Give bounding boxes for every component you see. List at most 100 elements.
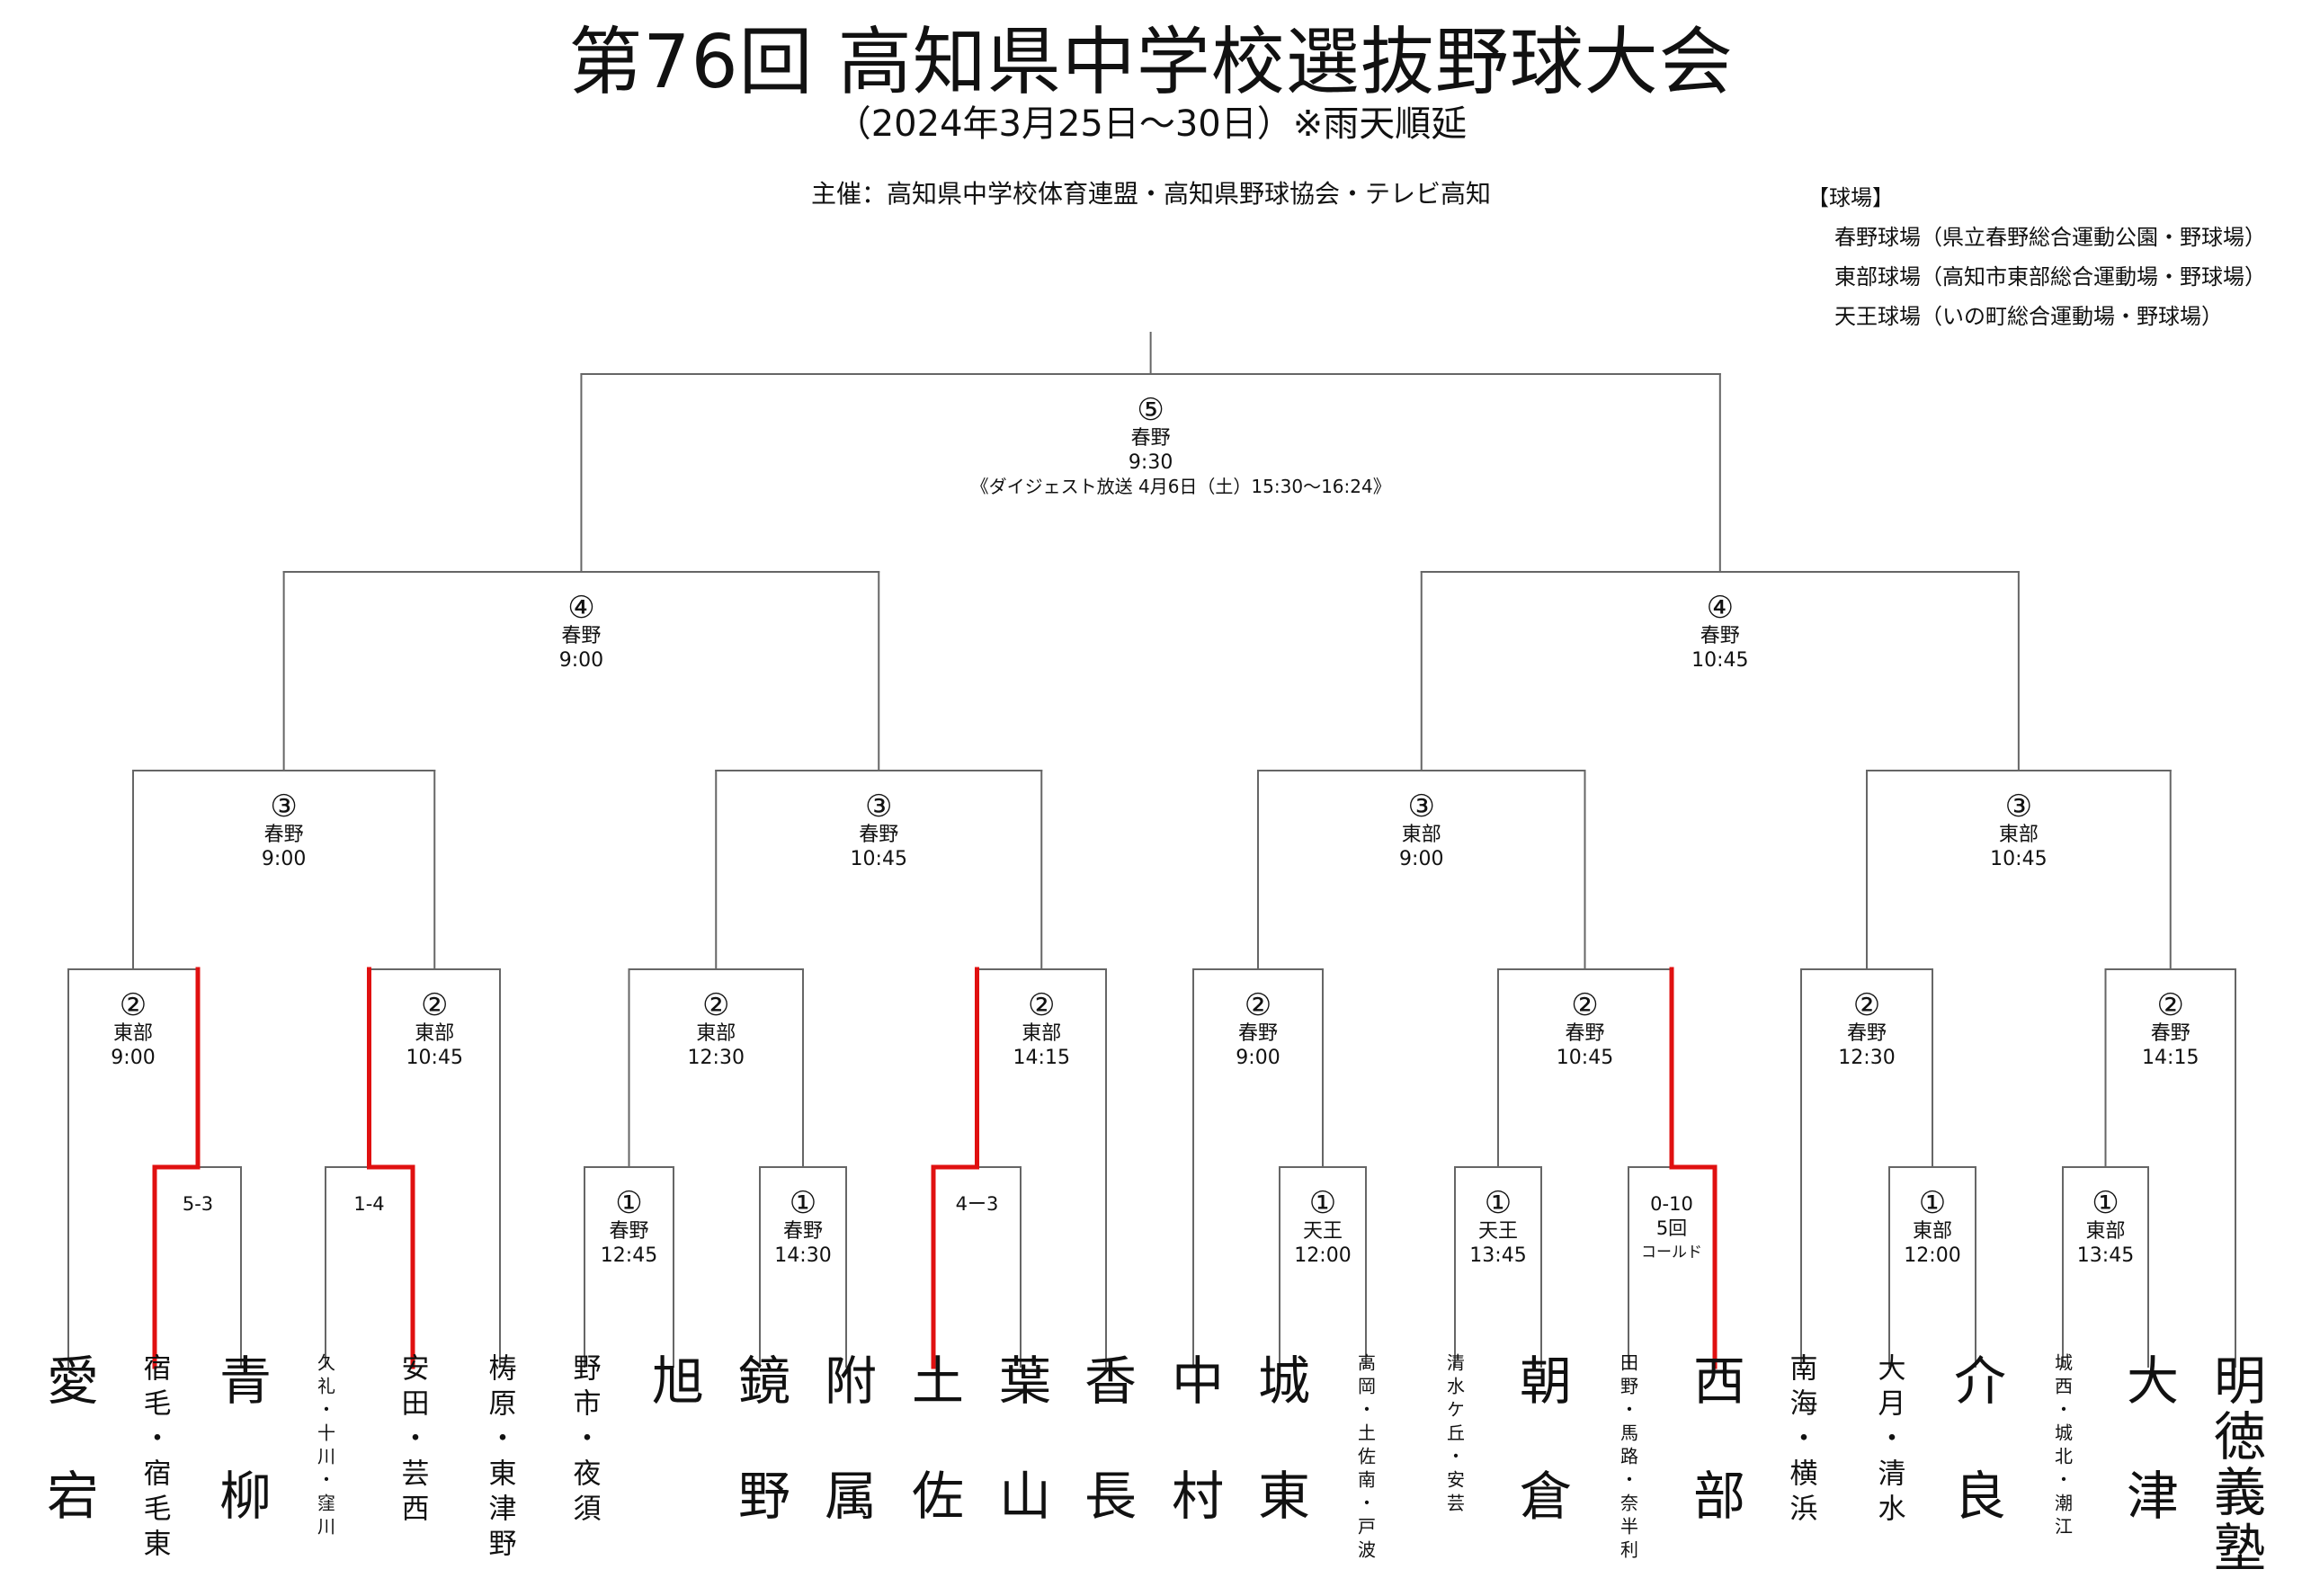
match-label: ② [119, 987, 147, 1023]
match-time: 10:45 [1556, 1047, 1614, 1069]
match-venue: 東部 [2085, 1220, 2126, 1243]
team-name-text: 宿毛・宿毛東 [138, 1353, 171, 1564]
match-venue: 東部 [1401, 824, 1441, 846]
team-name: 朝倉 [1492, 1353, 1591, 1583]
match-time: 10:45 [850, 848, 907, 870]
match-label: ① [1484, 1185, 1512, 1221]
match-time: 9:00 [111, 1047, 156, 1069]
team-name-text: 安田・芸西 [396, 1353, 429, 1529]
team-name-text: 鏡野 [729, 1353, 790, 1583]
match-venue: 春野 [782, 1220, 823, 1243]
team-name: 野市・夜須 [535, 1353, 634, 1529]
venue-item: 天王球場（いの町総合運動場・野球場） [1834, 304, 2223, 329]
match-note: 《ダイジェスト放送 4月6日（土）15:30～16:24》 [970, 476, 1391, 497]
team-name: 城東 [1230, 1353, 1329, 1583]
match-venue: 東部 [1912, 1220, 1952, 1243]
team-name-text: 土佐 [903, 1353, 964, 1583]
match-label: ② [1571, 987, 1599, 1023]
team-name: 旭 [624, 1353, 723, 1468]
match-time: 12:00 [1294, 1244, 1352, 1267]
match-venue: 春野 [1237, 1022, 1278, 1045]
match-label: ⑤ [1137, 392, 1164, 428]
team-name: 中村 [1144, 1353, 1243, 1583]
match-time: 12:00 [1904, 1244, 1961, 1267]
match-time: 9:00 [1236, 1047, 1280, 1069]
match-label: ② [421, 987, 449, 1023]
organizer-line: 主催：高知県中学校体育連盟・高知県野球協会・テレビ高知 [810, 179, 1491, 209]
team-name-text: 大津 [2118, 1353, 2179, 1583]
team-name-text: 大月・清水 [1872, 1353, 1905, 1529]
match-venue: 春野 [561, 625, 602, 647]
date-subtitle: （2024年3月25日～30日）※雨天順延 [834, 103, 1468, 145]
match-venue: 春野 [1700, 625, 1740, 647]
match-label: ② [1852, 987, 1881, 1023]
match-time: 13:45 [2076, 1244, 2135, 1267]
match-venue: 春野 [1846, 1022, 1887, 1045]
match-time: 12:30 [687, 1047, 745, 1069]
match-venue: 東部 [696, 1022, 736, 1045]
match-time: 9:00 [1399, 848, 1444, 870]
team-name: 城西・城北・潮江 [2013, 1353, 2112, 1540]
match-label: ③ [2004, 789, 2033, 825]
team-name: 宿毛・宿毛東 [105, 1353, 204, 1564]
team-name-text: 介良 [1945, 1353, 2006, 1583]
match-venue: 春野 [2150, 1022, 2190, 1045]
match-score-p2: 1-4 [298, 1192, 442, 1217]
match-time: 10:45 [406, 1047, 463, 1069]
match-time: 13:45 [1469, 1244, 1527, 1267]
team-name: 青柳 [192, 1353, 290, 1583]
team-name: 香長 [1057, 1353, 1155, 1583]
team-name-text: 中村 [1163, 1353, 1224, 1583]
team-name-text: 田野・馬路・奈半利 [1617, 1353, 1639, 1564]
match-venue: 春野 [1130, 427, 1171, 450]
match-label: ② [2156, 987, 2184, 1023]
match-time: 14:15 [2142, 1047, 2199, 1069]
match-venue: 東部 [1998, 824, 2039, 846]
score-line: コールド [1641, 1244, 1702, 1262]
team-name: 清水ケ丘・安芸 [1405, 1353, 1504, 1517]
match-venue: 天王 [1477, 1220, 1518, 1243]
team-name: 葉山 [971, 1353, 1070, 1583]
team-name: 介良 [1926, 1353, 2025, 1583]
team-name: 梼原・東津野 [451, 1353, 549, 1564]
venue-legend: 【球場】 春野球場（県立春野総合運動公園・野球場） 東部球場（高知市東部総合運動… [1807, 178, 2293, 336]
match-label: ① [2092, 1185, 2119, 1221]
match-label: ④ [567, 590, 595, 626]
team-name-text: 梼原・東津野 [483, 1353, 516, 1564]
match-venue: 天王 [1302, 1220, 1343, 1243]
match-label: ① [1308, 1185, 1337, 1221]
match-time: 10:45 [1990, 848, 2048, 870]
match-time: 14:15 [1013, 1047, 1070, 1069]
match-venue: 春野 [263, 824, 304, 846]
match-venue: 春野 [859, 824, 899, 846]
team-name-text: 朝倉 [1511, 1353, 1572, 1583]
team-name-text: 附属 [816, 1353, 877, 1583]
match-time: 12:45 [600, 1244, 658, 1267]
team-name-text: 愛宕 [38, 1353, 99, 1583]
team-name-text: 西部 [1684, 1353, 1745, 1583]
match-venue: 春野 [609, 1220, 649, 1243]
team-name-text: 葉山 [990, 1353, 1051, 1583]
team-name-text: 青柳 [210, 1353, 272, 1583]
team-name: 土佐 [884, 1353, 983, 1583]
match-time: 12:30 [1838, 1047, 1896, 1069]
team-name: 高岡・土佐南・戸波 [1316, 1353, 1415, 1564]
match-venue: 東部 [1022, 1022, 1062, 1045]
